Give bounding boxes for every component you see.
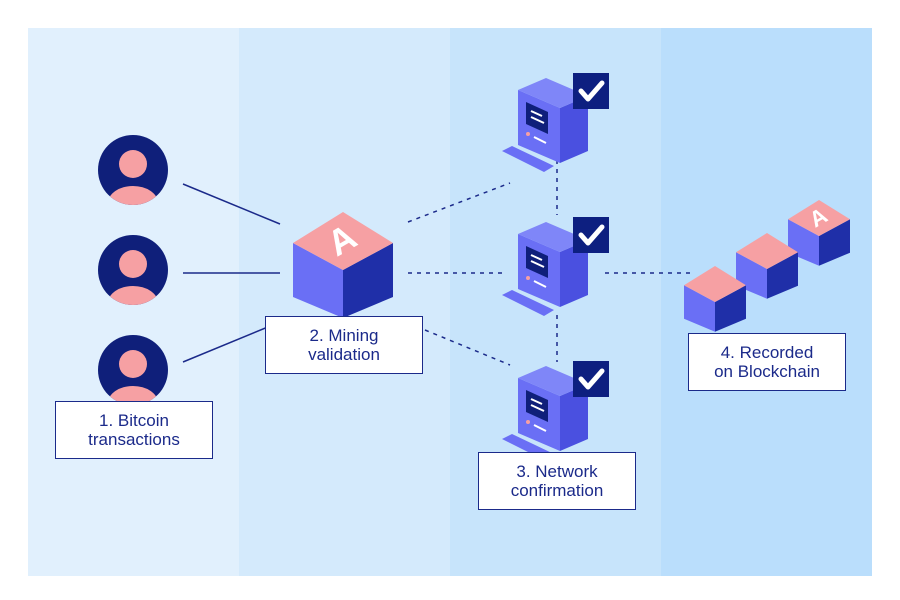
step-2-line2: validation: [308, 345, 380, 364]
step-4-line1: 4. Recorded: [720, 343, 814, 362]
step-4-label: 4. Recorded on Blockchain: [688, 333, 846, 391]
dashed-connectors: [407, 160, 690, 366]
step-3-label: 3. Network confirmation: [478, 452, 636, 510]
step-1-line2: transactions: [88, 430, 180, 449]
checkmark-icon: [573, 73, 609, 109]
checkmark-icon: [573, 361, 609, 397]
step-3-line2: confirmation: [510, 481, 604, 500]
blockchain-icon: A: [684, 200, 850, 332]
mining-cube-icon: A: [293, 212, 393, 318]
connector-lines: [182, 183, 281, 363]
user-icon: [98, 235, 168, 305]
step-1-line1: 1. Bitcoin: [99, 411, 169, 430]
step-2-label: 2. Mining validation: [265, 316, 423, 374]
user-icon: [98, 135, 168, 205]
step-3-line1: 3. Network: [516, 462, 598, 481]
checkmark-icon: [573, 217, 609, 253]
step-2-line1: 2. Mining: [309, 326, 379, 345]
step-1-label: 1. Bitcoin transactions: [55, 401, 213, 459]
step-4-line2: on Blockchain: [714, 362, 820, 381]
